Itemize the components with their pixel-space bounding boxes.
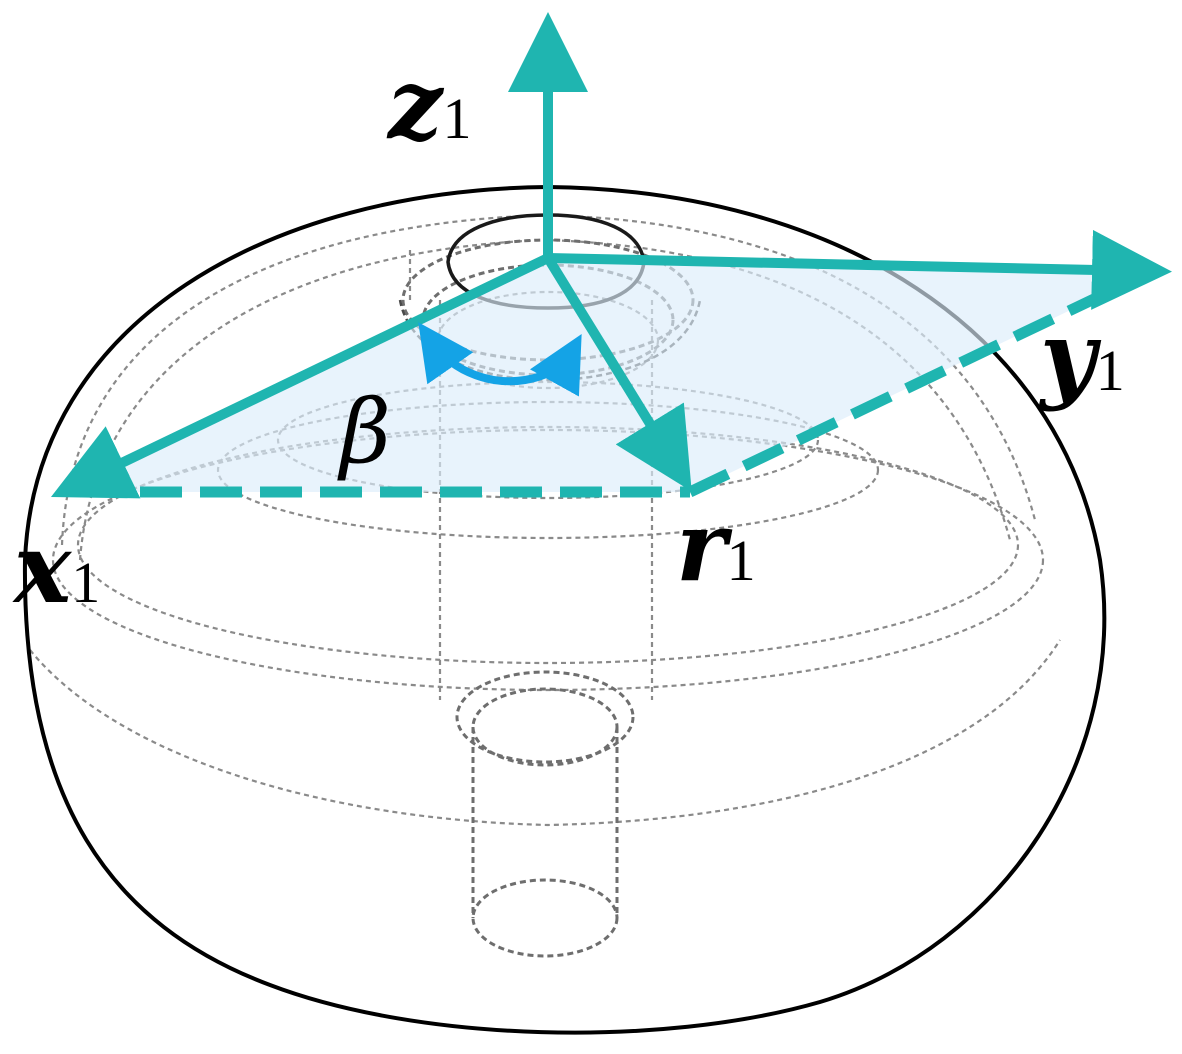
- y-axis: [547, 229, 1172, 310]
- y-axis-label: y1: [1038, 300, 1125, 413]
- tube-bottom: [471, 878, 619, 958]
- plane-edge-r-y: [687, 273, 1141, 497]
- beta-angle-label: β: [337, 380, 391, 483]
- x-axis: [50, 253, 551, 499]
- dome-outline: [22, 184, 1107, 1035]
- equator-ellipse: [51, 428, 1045, 692]
- tube-ring: [455, 670, 635, 764]
- bottom-contour: [29, 639, 1061, 827]
- r-vector-label: r1: [676, 490, 756, 603]
- x-axis-label: x1: [12, 512, 100, 625]
- rotation-arrow-icon: [418, 322, 582, 397]
- xy-plane: [57, 258, 1150, 492]
- r-vector: [543, 255, 692, 492]
- z-axis-label: z1: [386, 48, 472, 161]
